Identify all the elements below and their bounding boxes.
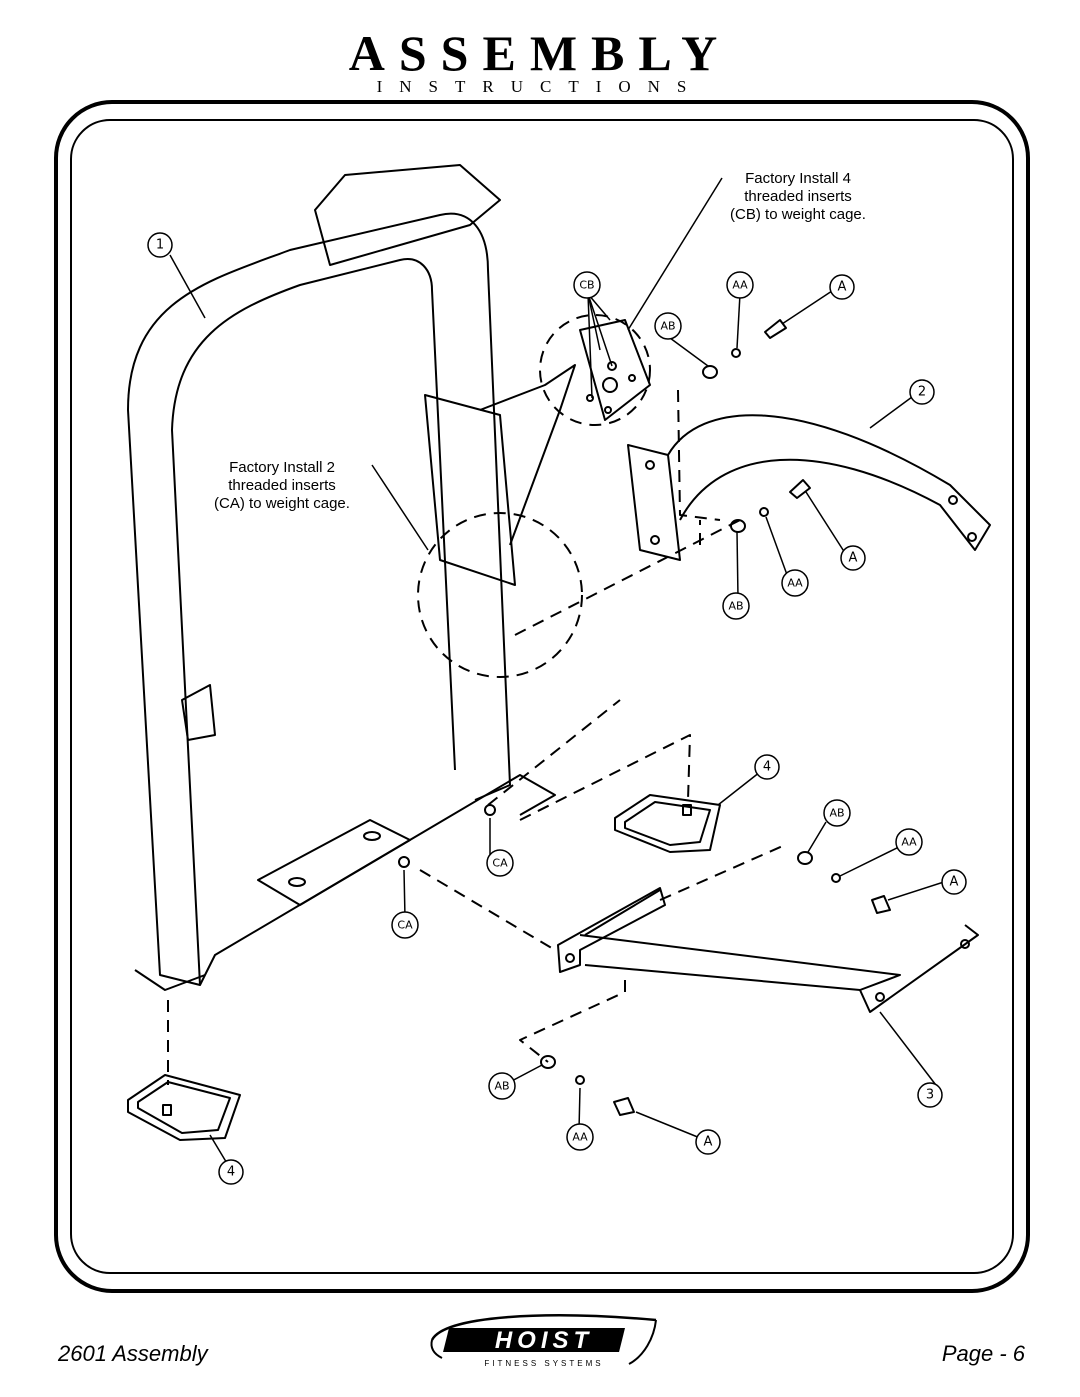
callout-aa: AA [901, 836, 917, 849]
callout-a: A [704, 1135, 713, 1150]
note-cb-line-2: threaded inserts [744, 188, 852, 205]
foot-pad-top [614, 794, 721, 853]
callout-aa: AA [787, 577, 803, 590]
callout-ca: CA [397, 919, 413, 932]
weight-cage-bracket [579, 319, 651, 421]
hoist-logo: HOIST FITNESS SYSTEMS [430, 1314, 657, 1368]
callout-ab: AB [660, 320, 675, 333]
callout-a: A [950, 875, 959, 890]
callout-part-4-top: 4 [763, 760, 771, 775]
callout-aa: AA [572, 1131, 588, 1144]
main-frame-part [127, 164, 576, 991]
arm-part-2 [627, 414, 991, 561]
note-cb-line-3: (CB) to weight cage. [730, 206, 866, 223]
crossbar-part-3 [557, 887, 979, 1013]
diagram-frame-inner [70, 119, 1014, 1274]
callout-a: A [838, 280, 847, 295]
callout-part-1: 1 [156, 238, 164, 253]
diagram-frame-outer [54, 100, 1030, 1293]
callout-part-2: 2 [918, 385, 926, 400]
page-title: ASSEMBLY [348, 25, 732, 81]
page-subtitle: INSTRUCTIONS [376, 77, 704, 96]
note-ca-line-2: threaded inserts [228, 477, 336, 494]
callout-ab: AB [494, 1080, 509, 1093]
logo-tagline: FITNESS SYSTEMS [484, 1359, 603, 1368]
footer-page-number: Page - 6 [941, 1341, 1025, 1366]
callout-cb: CB [579, 279, 594, 292]
callout-ab: AB [829, 807, 844, 820]
note-ca-line-3: (CA) to weight cage. [214, 495, 350, 512]
note-cb-line-1: Factory Install 4 [745, 170, 851, 187]
detail-lines [167, 314, 786, 1085]
callout-a: A [849, 551, 858, 566]
callout-balloons [147, 232, 967, 1185]
foot-pad-bottom [127, 1074, 241, 1141]
footer-model: 2601 Assembly [58, 1341, 208, 1366]
leader-lines [169, 177, 951, 1166]
callout-part-4-bottom: 4 [227, 1165, 235, 1180]
callout-part-3: 3 [926, 1088, 934, 1103]
callout-ca: CA [492, 857, 508, 870]
logo-brand: HOIST [495, 1327, 593, 1354]
callout-ab: AB [728, 600, 743, 613]
callout-aa: AA [732, 279, 748, 292]
hardware-set [398, 319, 891, 1116]
note-ca-line-1: Factory Install 2 [229, 459, 335, 476]
